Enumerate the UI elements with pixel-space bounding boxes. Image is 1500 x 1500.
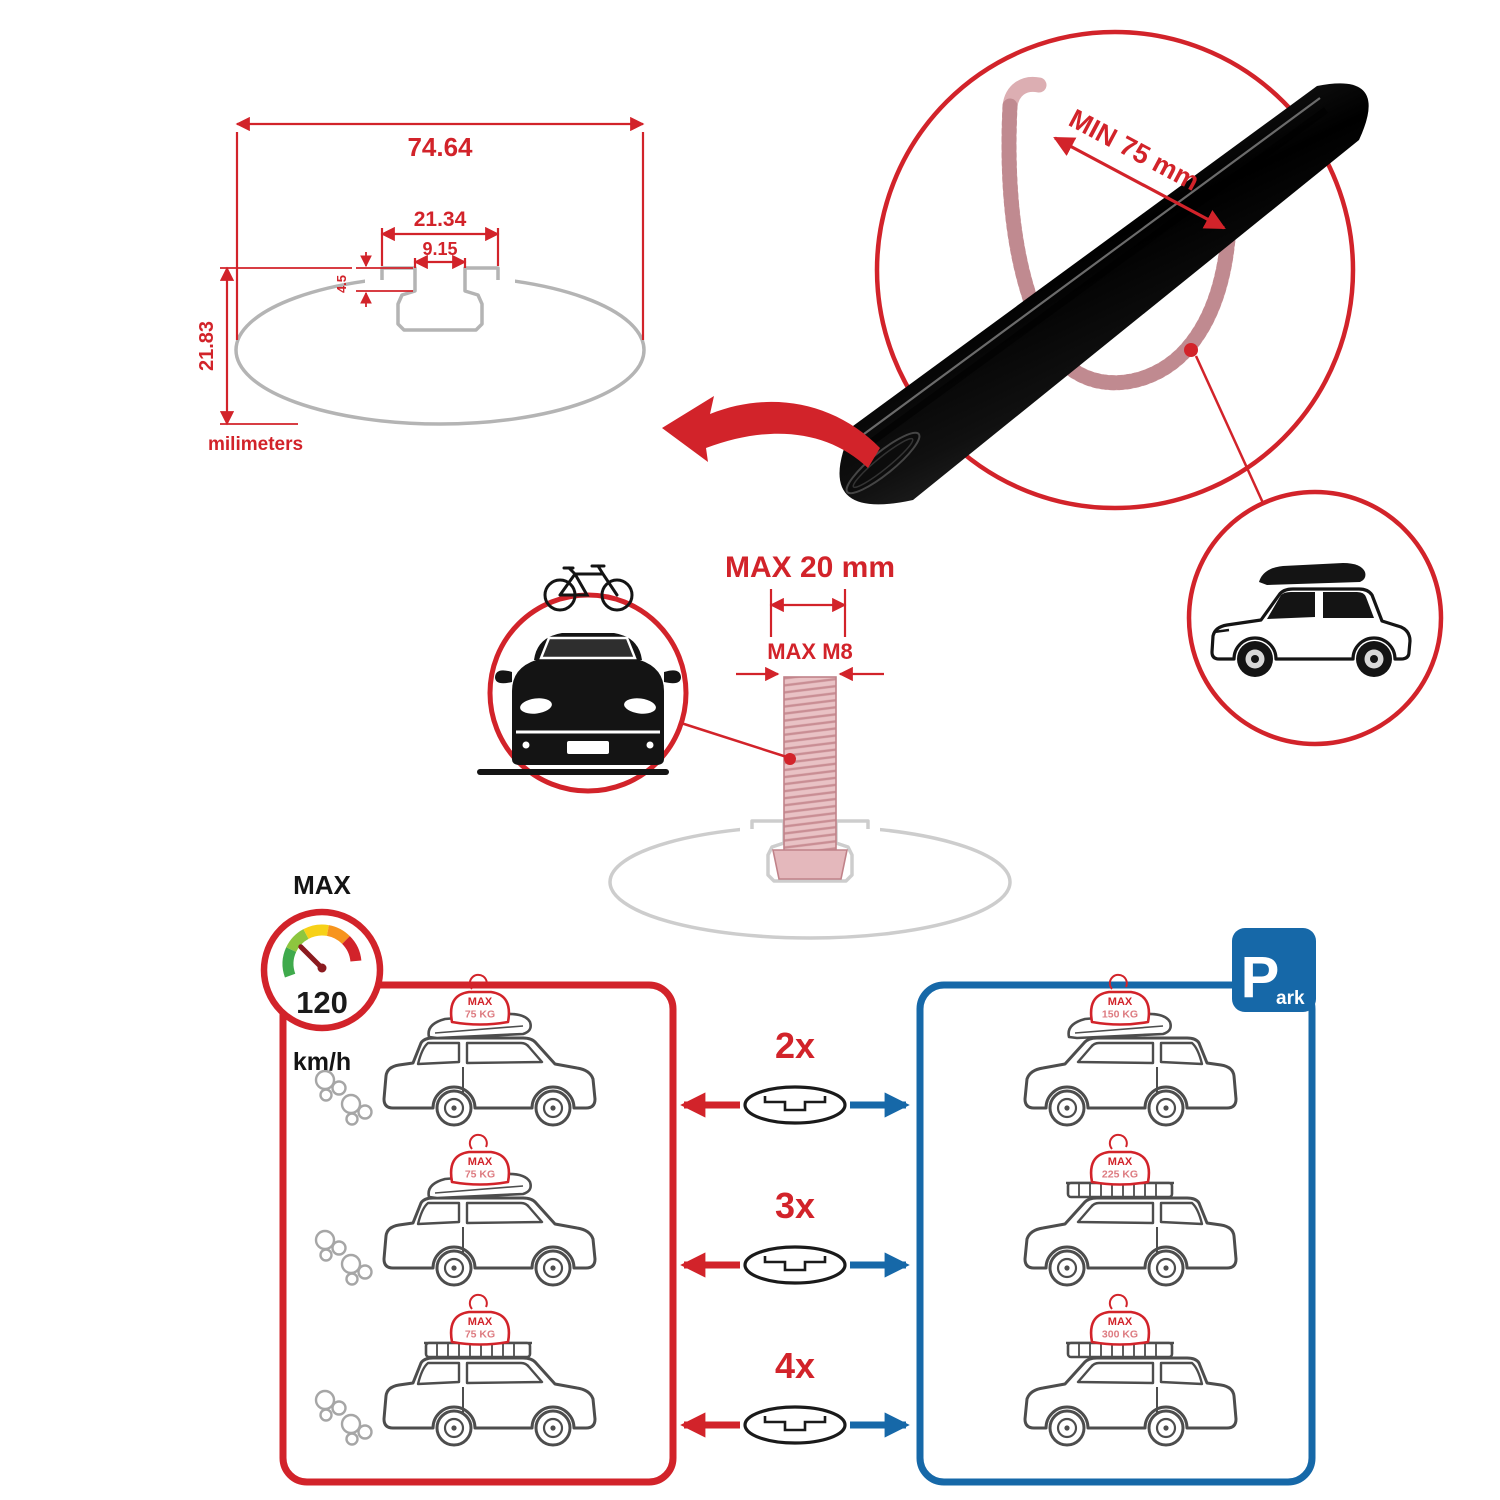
driving-car-row-1: MAX 75 KG [314, 973, 597, 1127]
car-front-callout [477, 564, 689, 794]
crossbar-profile-icon [743, 1405, 847, 1445]
speed-title: MAX [293, 870, 351, 900]
suv-callout [1186, 489, 1444, 747]
load-badge-value: 75 KG [465, 1329, 495, 1341]
speed-unit: km/h [293, 1048, 351, 1076]
driving-car-row-2: MAX 75 KG [314, 1133, 597, 1287]
bar-count-row-1: 2x [680, 1025, 910, 1125]
bolt-dimension-lines [736, 589, 884, 682]
parking-sign-suffix: ark [1276, 988, 1305, 1009]
speed-value: 120 [296, 985, 348, 1020]
load-badge: MAX 300 KG [1089, 1293, 1151, 1346]
dim-profile-height: 21.83 [196, 321, 218, 371]
car-front-icon [495, 633, 681, 765]
bar-closeup: MIN 75 mm [839, 29, 1369, 511]
bicycle-icon [543, 564, 634, 612]
profile-t-slot [380, 266, 500, 332]
driving-car-row-3: MAX 75 KG [314, 1293, 597, 1447]
bar-count-label: 4x [775, 1345, 815, 1386]
t-bolt-icon [772, 676, 848, 880]
load-badge-title: MAX [1108, 1316, 1133, 1328]
max-thread-label: MAX M8 [767, 639, 853, 664]
parking-sign-letter: P [1241, 945, 1280, 1010]
dim-slot-inner-width: 9.15 [422, 239, 457, 259]
load-badge: MAX 150 KG [1089, 973, 1151, 1026]
crossbar-profile-icon [743, 1085, 847, 1125]
load-badge-title: MAX [1108, 1156, 1133, 1168]
load-badge-value: 75 KG [465, 1169, 495, 1181]
load-badge-title: MAX [1108, 996, 1133, 1008]
load-badge-title: MAX [468, 1156, 493, 1168]
max-width-label: MAX 20 mm [725, 551, 895, 584]
load-badge-value: 225 KG [1102, 1169, 1138, 1181]
suv-with-roofbox-icon [1210, 563, 1412, 677]
load-badge-value: 75 KG [465, 1009, 495, 1021]
dim-units-label: milimeters [208, 434, 303, 455]
callout-dot [1184, 343, 1198, 357]
load-badge-value: 150 KG [1102, 1009, 1138, 1021]
crossbar-profile-icon [743, 1245, 847, 1285]
dim-lip-depth: 4.5 [334, 275, 349, 293]
load-badge-title: MAX [468, 996, 493, 1008]
dimension-lines [219, 116, 645, 426]
bar-count-row-3: 4x [680, 1345, 910, 1445]
dim-total-width: 74.64 [407, 132, 473, 162]
speedometer-needle [298, 944, 325, 971]
load-badge-value: 300 KG [1102, 1329, 1138, 1341]
bolt-spec-diagram: MAX 20 mm MAX M8 [608, 551, 1012, 940]
bar-count-label: 2x [775, 1025, 815, 1066]
roof-bar-3d-icon [839, 83, 1369, 505]
bar-count-label: 3x [775, 1185, 815, 1226]
parked-car-row-1: MAX 150 KG [1023, 973, 1238, 1127]
u-bolt-clamp-icon [1001, 76, 1237, 391]
load-badge: MAX 75 KG [449, 1293, 511, 1346]
profile-dimension-diagram: 74.64 21.34 9.15 4.5 21.83 milimeters [196, 116, 646, 455]
load-comparison: P ark MAX 75 KG MAX 75 KG [279, 928, 1316, 1486]
load-badge: MAX 75 KG [449, 973, 511, 1026]
bar-count-row-2: 3x [680, 1185, 910, 1285]
parking-sign: P ark [1232, 928, 1316, 1012]
load-badge: MAX 75 KG [449, 1133, 511, 1186]
speedometer-gauge [282, 924, 362, 978]
dim-slot-outer-width: 21.34 [414, 208, 467, 231]
callout-dot [784, 753, 796, 765]
speedometer-pivot [317, 963, 327, 973]
speed-limit-widget: MAX 120 km/h [260, 870, 384, 1076]
parked-car-row-2: MAX 225 KG [1023, 1133, 1238, 1287]
load-badge: MAX 225 KG [1089, 1133, 1151, 1186]
load-badge-title: MAX [468, 1316, 493, 1328]
parked-car-row-3: MAX 300 KG [1023, 1293, 1238, 1447]
